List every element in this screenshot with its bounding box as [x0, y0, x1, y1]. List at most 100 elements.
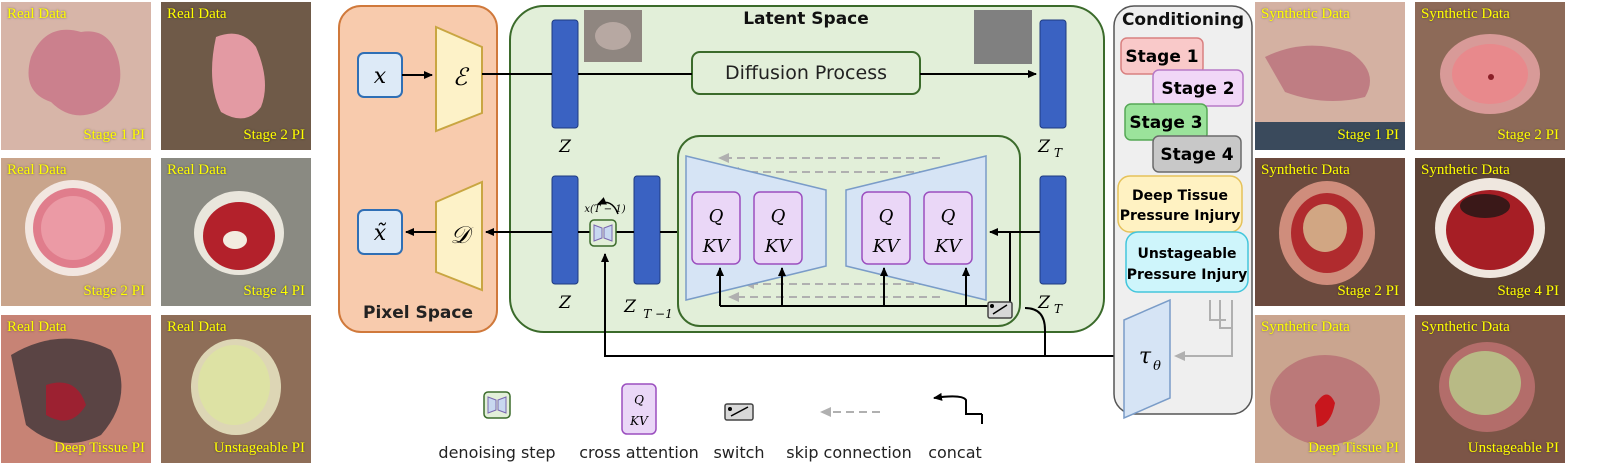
tile-label: Stage 2 PI [1337, 283, 1399, 299]
tile-tag: Synthetic Data [1261, 162, 1350, 178]
legend-cross-attention-icon: Q KV [621, 383, 657, 435]
latent-space-title: Latent Space [743, 9, 869, 29]
legend-denoising-label: denoising step [438, 443, 555, 462]
step-label: x(T − 1) [584, 204, 625, 215]
wound-image [1255, 315, 1405, 463]
conditioning-title: Conditioning [1122, 10, 1244, 30]
wound-image [1415, 158, 1565, 306]
legend-cross-attention-label: cross attention [579, 443, 699, 462]
legend: denoising step Q KV cross attention swit… [438, 383, 983, 462]
tile-label: Deep Tissue PI [1308, 440, 1399, 456]
legend-concat-icon [933, 392, 983, 424]
z-block-top [551, 19, 579, 129]
skip-connections [718, 153, 940, 302]
legend-skip-label: skip connection [786, 443, 911, 462]
tile-tag: Synthetic Data [1421, 319, 1510, 335]
condition-deep-tissue-line2: Pressure Injury [1120, 208, 1241, 224]
svg-text:Q: Q [634, 393, 644, 407]
real-tile-stage2-b: Real Data Stage 2 PI [1, 158, 151, 306]
real-tile-unstageable: Real Data Unstageable PI [161, 315, 311, 463]
noise-thumbnail [974, 10, 1032, 64]
svg-text:Q: Q [879, 206, 894, 227]
tile-tag: Real Data [7, 162, 67, 178]
wound-image [1415, 315, 1565, 463]
tile-tag: Real Data [167, 162, 227, 178]
latent-space-panel: Latent Space Z Z Z T Z T Z T −1 Diffusio… [482, 5, 1105, 333]
tau-sub: θ [1153, 359, 1161, 374]
pixel-space-title: Pixel Space [363, 303, 473, 323]
wound-image [1255, 158, 1405, 306]
zt1-block [633, 175, 661, 285]
condition-stage1-label: Stage 1 [1125, 47, 1198, 67]
wound-image [1, 315, 151, 463]
z-block-bottom [551, 175, 579, 285]
tile-label: Unstageable PI [1467, 440, 1559, 456]
tile-tag: Real Data [167, 319, 227, 335]
tile-label: Unstageable PI [213, 440, 305, 456]
z-label-bottom: Z [558, 293, 572, 313]
real-tile-stage4: Real Data Stage 4 PI [161, 158, 311, 306]
tau-symbol: τ [1139, 344, 1152, 369]
zt1-sub: T −1 [643, 307, 673, 321]
condition-stage3-label: Stage 3 [1129, 113, 1202, 133]
output-x-symbol: x̃ [374, 221, 387, 246]
svg-text:Q: Q [771, 206, 786, 227]
condition-deep-tissue-line1: Deep Tissue [1132, 188, 1228, 204]
wound-image [161, 158, 311, 306]
synthetic-tile-stage2-b: Synthetic Data Stage 2 PI [1255, 158, 1405, 306]
tile-tag: Real Data [167, 6, 227, 22]
tile-label: Stage 2 PI [1497, 127, 1559, 143]
tile-tag: Synthetic Data [1261, 319, 1350, 335]
svg-text:KV: KV [629, 414, 649, 428]
condition-stage4 [1152, 135, 1242, 173]
wound-image [161, 315, 311, 463]
tile-tag: Synthetic Data [1421, 6, 1510, 22]
zt1-label: Z [623, 297, 637, 317]
tile-label: Stage 2 PI [243, 127, 305, 143]
tile-label: Stage 2 PI [83, 283, 145, 299]
synthetic-tile-deep-tissue: Synthetic Data Deep Tissue PI [1255, 315, 1405, 463]
synthetic-tile-stage1: Synthetic Data Stage 1 PI [1255, 2, 1405, 150]
condition-unstageable [1125, 231, 1249, 293]
legend-switch-icon [724, 403, 754, 421]
pixel-space-panel: Pixel Space x x̃ ℰ 𝒟 [338, 5, 498, 333]
cross-attention-block: Q KV [861, 191, 911, 265]
encoder-symbol: ℰ [453, 63, 470, 91]
tile-tag: Real Data [7, 6, 67, 22]
wound-image [1, 2, 151, 150]
cross-attention-block: Q KV [691, 191, 741, 265]
legend-switch-label: switch [713, 443, 764, 462]
conditioning-panel: Conditioning Stage 1 Stage 2 Stage 3 Sta… [1113, 5, 1253, 420]
zt-sub-top: T [1054, 146, 1063, 160]
real-tile-deep-tissue: Real Data Deep Tissue PI [1, 315, 151, 463]
tile-label: Stage 4 PI [1497, 283, 1559, 299]
legend-denoising-icon [483, 391, 511, 419]
tile-tag: Synthetic Data [1421, 162, 1510, 178]
synthetic-tile-stage4: Synthetic Data Stage 4 PI [1415, 158, 1565, 306]
real-tile-stage2: Real Data Stage 2 PI [161, 2, 311, 150]
svg-text:KV: KV [764, 236, 793, 257]
wound-image [1255, 2, 1405, 150]
decoder-block [435, 180, 483, 292]
wound-image [1, 158, 151, 306]
switch-icon [987, 301, 1013, 319]
zt-block-top [1039, 19, 1067, 129]
condition-stage2-label: Stage 2 [1161, 79, 1234, 99]
condition-stage4-label: Stage 4 [1160, 145, 1233, 165]
output-x-box [357, 209, 403, 255]
tile-label: Stage 4 PI [243, 283, 305, 299]
zt-label-top: Z [1037, 137, 1051, 157]
tile-label: Deep Tissue PI [54, 440, 145, 456]
tau-encoder-block [1123, 298, 1171, 420]
input-x-symbol: x [374, 64, 387, 89]
cross-attention-block: Q KV [753, 191, 803, 265]
diffusion-process-label: Diffusion Process [725, 62, 887, 84]
zt-label-bottom: Z [1037, 293, 1051, 313]
tile-label: Stage 1 PI [1337, 127, 1399, 143]
real-tile-stage1: Real Data Stage 1 PI [1, 2, 151, 150]
condition-unstageable-line1: Unstageable [1137, 246, 1236, 262]
condition-unstageable-line2: Pressure Injury [1127, 267, 1248, 283]
svg-text:KV: KV [702, 236, 731, 257]
wound-image [161, 2, 311, 150]
